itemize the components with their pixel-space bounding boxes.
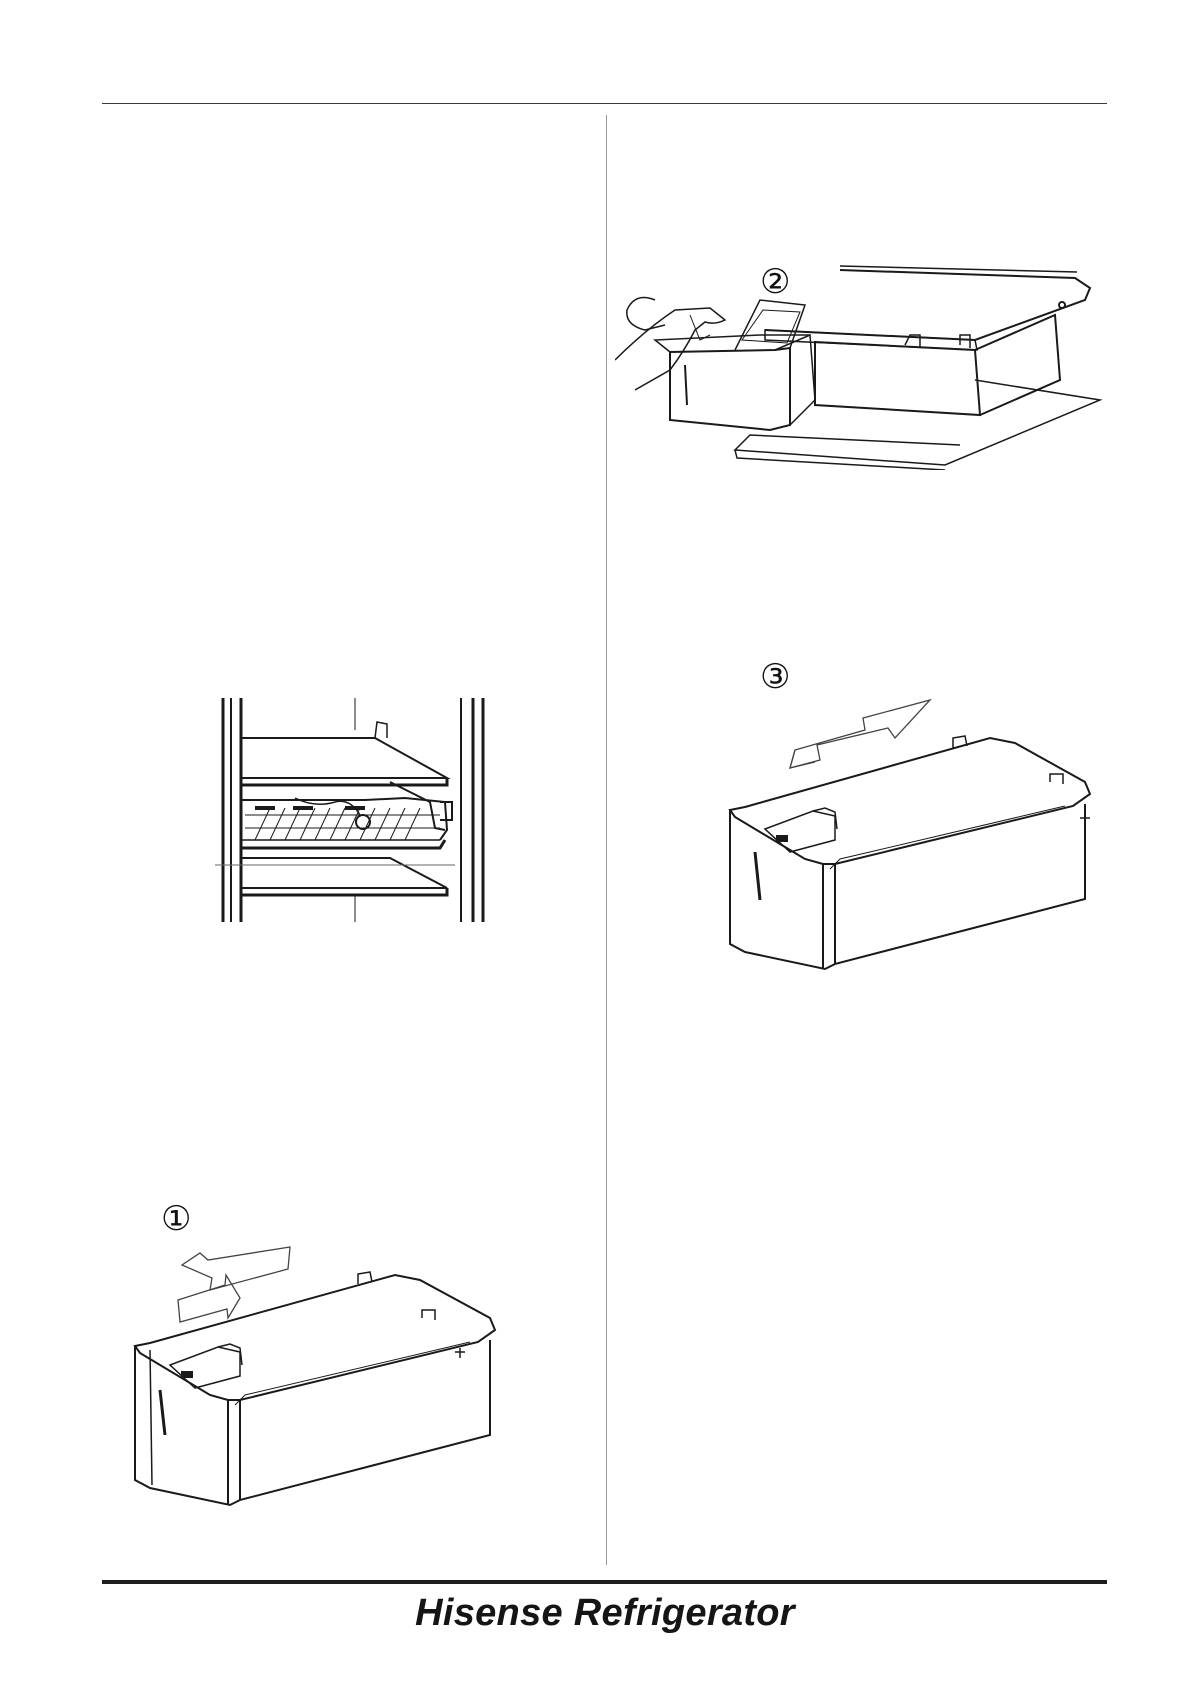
step-3-drawer-illustration	[725, 690, 1095, 980]
step-2-drawer-removal-illustration	[615, 240, 1110, 470]
arrow-left-icon	[178, 1247, 290, 1322]
top-rule	[102, 103, 1107, 104]
footer-brand: Hisense Refrigerator	[0, 1592, 1190, 1635]
step-1-drawer-illustration	[130, 1230, 500, 1520]
footer-rule	[102, 1580, 1107, 1584]
step-3-number: ③	[760, 660, 790, 694]
arrow-right-icon	[790, 700, 930, 768]
shelf-illustration	[215, 690, 505, 925]
column-divider	[606, 115, 607, 1565]
